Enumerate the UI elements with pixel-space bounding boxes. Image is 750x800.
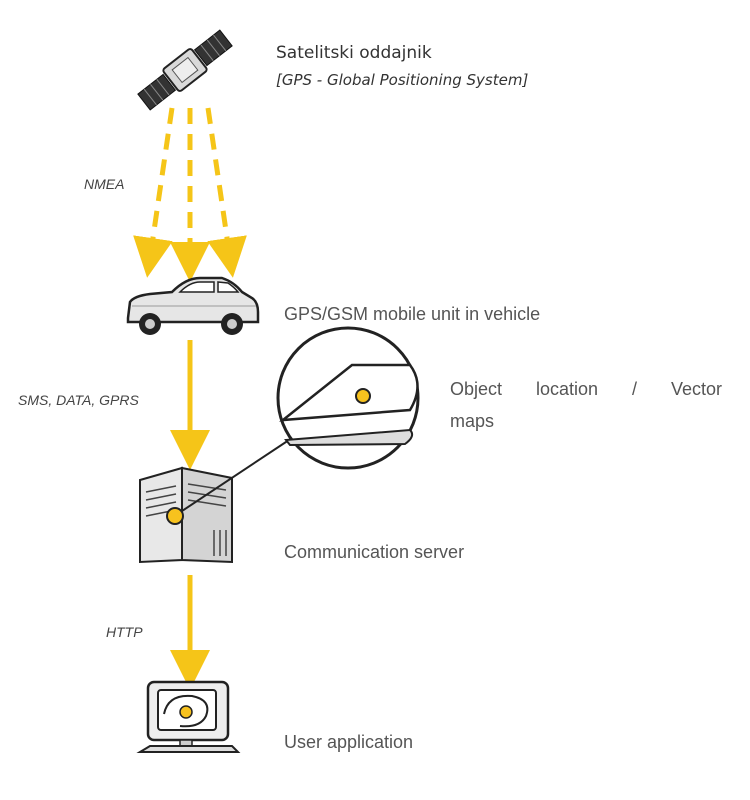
server-location-dot [166, 507, 184, 525]
signal-arrow-right [205, 107, 247, 278]
signal-arrow-left [133, 107, 175, 278]
server-icon [139, 466, 233, 564]
nmea-label: NMEA [84, 176, 125, 192]
vehicle-unit-label: GPS/GSM mobile unit in vehicle [284, 304, 541, 324]
car-icon [126, 276, 260, 335]
user-application-label: User application [284, 732, 414, 752]
sms-data-gprs-label: SMS, DATA, GPRS [18, 392, 139, 408]
object-location-line1: Object location / Vector [450, 379, 722, 399]
object-location-line2: maps [450, 411, 495, 431]
http-label: HTTP [106, 624, 143, 640]
computer-icon [136, 680, 241, 753]
zoom-connector-line [175, 437, 293, 516]
nmea-signal-arrows [133, 107, 247, 282]
satellite-icon [137, 29, 233, 111]
object-location-label: Object location / Vector maps [450, 373, 722, 437]
satellite-subtitle: [GPS - Global Positioning System] [276, 71, 529, 89]
magnifier-map-icon [276, 326, 420, 470]
satellite-title: Satelitski oddajnik [276, 43, 432, 63]
communication-server-label: Communication server [284, 542, 465, 562]
